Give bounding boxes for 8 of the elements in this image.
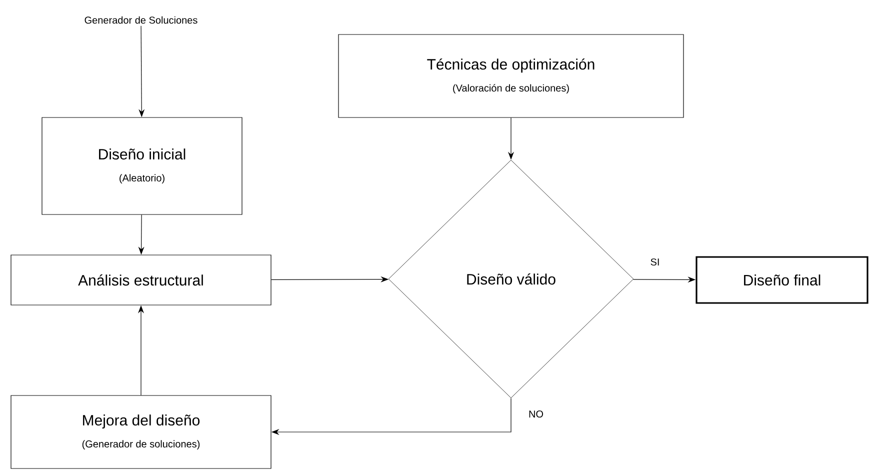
process-box: Técnicas de optimización (Valoración de soluciones) (338, 34, 684, 118)
process-box: Diseño inicial (Aleatorio) (42, 117, 242, 215)
process-box: Mejora del diseño (Generador de soluciones) (10, 395, 272, 469)
edge-label: SI (649, 257, 661, 267)
process-box: Análisis estructural (10, 254, 272, 306)
edge-label: NO (528, 409, 544, 419)
result-box: Diseño final (696, 256, 868, 304)
source-text: Generador de Soluciones (84, 16, 198, 24)
